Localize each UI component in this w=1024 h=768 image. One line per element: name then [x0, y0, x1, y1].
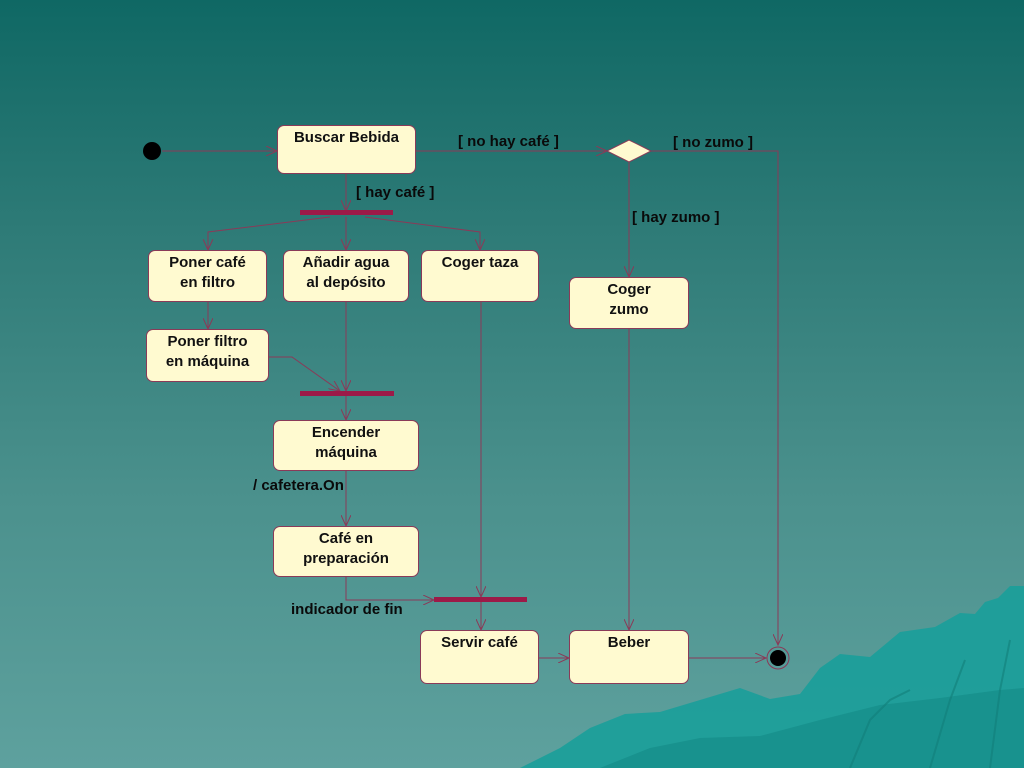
flow-fork-to-poner-cafe: [208, 216, 331, 250]
decision-diamond-icon: [605, 139, 653, 163]
final-node-icon: [766, 646, 790, 670]
action-anadir-agua: Añadir agua al depósito: [283, 250, 409, 302]
action-servir-cafe: Servir café: [420, 630, 539, 684]
flow-poner-filtro-to-join: [269, 356, 340, 391]
guard-no-zumo: [ no zumo ]: [673, 134, 753, 151]
flow-no-zumo-to-final: [651, 150, 778, 645]
initial-node-icon: [143, 142, 161, 160]
flow-cafe-prep-to-join2: [345, 577, 434, 600]
guard-no-hay-cafe: [ no hay café ]: [458, 133, 559, 150]
join-bar-servir: [434, 597, 527, 602]
action-encender-maquina: Encender máquina: [273, 420, 419, 471]
join-bar: [300, 391, 394, 396]
action-poner-filtro-en-maquina: Poner filtro en máquina: [146, 329, 269, 382]
action-coger-zumo: Coger zumo: [569, 277, 689, 329]
fork-bar: [300, 210, 393, 215]
action-buscar-bebida: Buscar Bebida: [277, 125, 416, 174]
action-poner-cafe-en-filtro: Poner café en filtro: [148, 250, 267, 302]
flow-fork-to-coger-taza: [364, 216, 480, 250]
event-cafetera-on: / cafetera.On: [253, 477, 344, 494]
action-coger-taza: Coger taza: [421, 250, 539, 302]
action-beber: Beber: [569, 630, 689, 684]
event-indicador-de-fin: indicador de fin: [291, 601, 403, 618]
guard-hay-cafe: [ hay café ]: [356, 184, 435, 201]
guard-hay-zumo: [ hay zumo ]: [632, 209, 720, 226]
action-cafe-en-preparacion: Café en preparación: [273, 526, 419, 577]
